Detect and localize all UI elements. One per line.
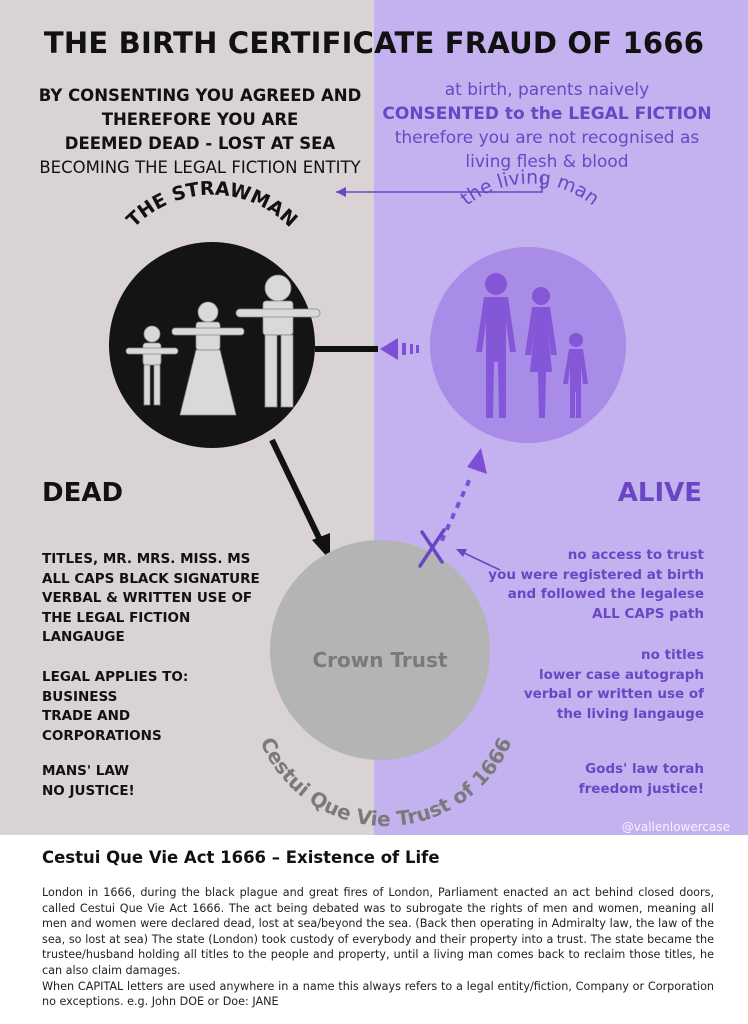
left-list-item: VERBAL & WRITTEN USE OF [42,590,253,606]
right-list-item: freedom justice! [578,780,704,797]
left-list-item: THE LEGAL FICTION [42,609,191,626]
left-list-block1: TITLES, MR. MRS. MISS. MS ALL CAPS BLACK… [42,550,260,648]
right-list-block2: no titles lower case autograph verbal or… [524,646,704,724]
right-list-item: the living langauge [556,705,704,722]
left-list-item: NO JUSTICE! [42,782,135,799]
right-list-item: no access to trust [567,547,704,563]
strawman-to-trust-arrowhead [312,533,330,560]
header-pointer-arrowhead [336,187,346,197]
right-header-line3: therefore you are not recognised as [394,128,700,148]
left-list-item: LEGAL APPLIES TO: [42,669,189,685]
left-list-item: MANS' LAW [42,763,130,779]
right-list-item: no titles [641,647,704,663]
strawman-label: THE STRAWMAN [122,178,301,232]
dead-label: DEAD [42,478,124,508]
act-paragraph: When CAPITAL letters are used anywhere i… [42,979,714,1009]
watermark: @vallenlowercase [621,820,730,834]
act-title: Cestui Que Vie Act 1666 – Existence of L… [42,848,440,867]
strawman-to-trust-arrow [269,438,323,542]
right-list-item: verbal or written use of [523,686,704,702]
right-list-item: lower case autograph [538,666,704,683]
family-silhouette-icon [476,273,588,418]
cross-x-icon [418,528,446,568]
left-header-line2: THEREFORE YOU ARE [101,110,299,129]
page-title: THE BIRTH CERTIFICATE FRAUD OF 1666 [43,26,705,60]
act-body: London in 1666, during the black plague … [42,885,714,1010]
left-list-item: CORPORATIONS [42,727,162,744]
right-list-item: and followed the legalese [507,586,704,602]
left-list-block2: LEGAL APPLIES TO: BUSINESS TRADE AND COR… [42,668,188,746]
left-list-item: LANGAUGE [42,629,125,645]
left-header-line4: BECOMING THE LEGAL FICTION ENTITY [39,158,361,177]
right-header-line2: CONSENTED to the LEGAL FICTION [382,104,712,124]
crown-trust-label: Crown Trust [312,648,448,672]
diagram-graphic: THE STRAWMAN the living man Cestui Que V… [109,166,626,831]
left-list-item: TRADE AND [42,708,131,724]
living-man-label: the living man [457,166,604,210]
dotted-left-arrow [380,338,419,360]
right-list-item: Gods' law torah [585,761,704,777]
right-list-item: you were registered at birth [488,566,704,583]
no-access-pointer-arrowhead [456,549,467,557]
left-header-line3: DEEMED DEAD - LOST AT SEA [64,134,336,153]
right-list-block3: Gods' law torah freedom justice! [579,760,704,799]
alive-label: ALIVE [617,478,702,508]
left-list-item: BUSINESS [42,688,118,705]
header-pointer-line [336,176,543,193]
crown-trust-circle [270,540,490,760]
left-header-line1: BY CONSENTING YOU AGREED AND [38,86,362,105]
left-list-item: TITLES, MR. MRS. MISS. MS [42,551,251,567]
left-list-block3: MANS' LAW NO JUSTICE! [42,762,135,801]
left-list-item: ALL CAPS BLACK SIGNATURE [42,570,260,587]
right-header-line4: living flesh & blood [465,152,629,172]
right-list-item: ALL CAPS path [592,605,704,622]
right-list-block1: no access to trust you were registered a… [488,546,704,624]
right-header-line1: at birth, parents naively [444,80,650,100]
straw-doll-icon [125,274,321,416]
act-description-panel [0,835,748,1024]
act-paragraph: London in 1666, during the black plague … [42,886,714,977]
no-access-pointer [461,551,501,571]
dotted-up-arrow [440,448,487,542]
